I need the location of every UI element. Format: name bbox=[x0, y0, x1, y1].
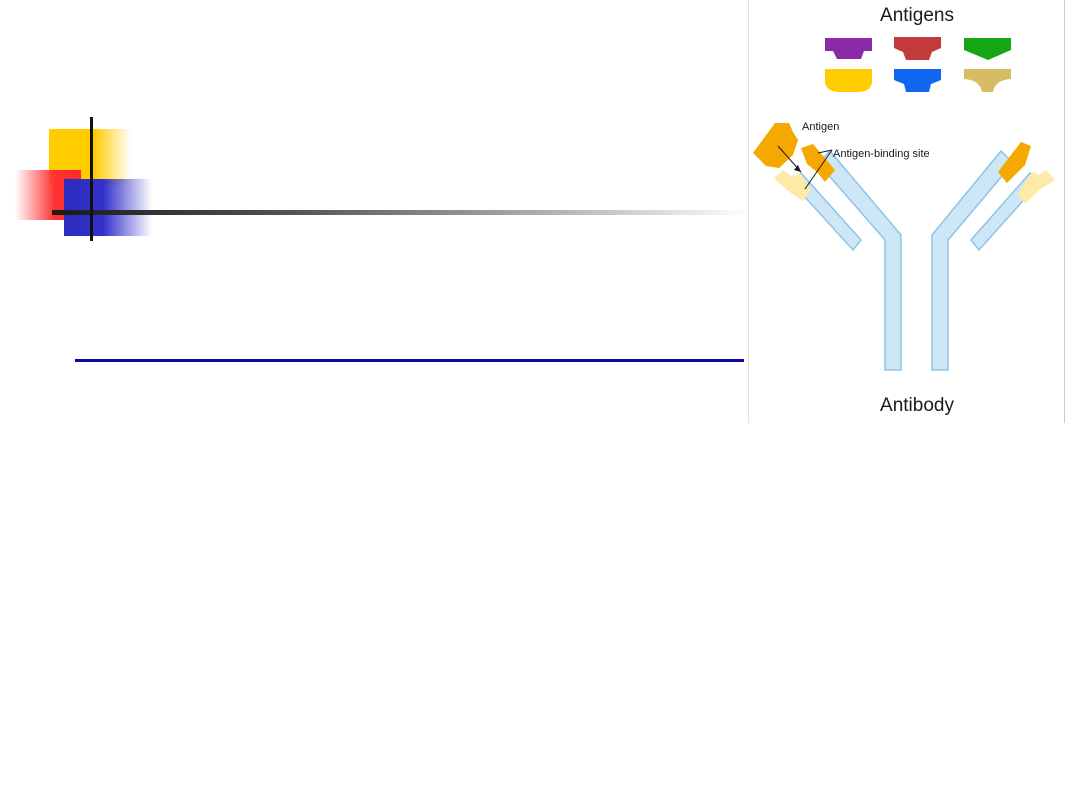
title-underline bbox=[75, 359, 744, 362]
vertical-rule bbox=[90, 117, 93, 241]
antigens-title: Antigens bbox=[880, 5, 954, 26]
antigen-blue-icon bbox=[894, 69, 941, 92]
binding-site-left-heavy-icon bbox=[801, 144, 835, 182]
antibody bbox=[753, 123, 1055, 371]
callouts bbox=[777, 145, 833, 190]
bound-antigen-icon bbox=[753, 123, 798, 168]
antigen-shapes bbox=[825, 37, 1011, 92]
binding-site-right-heavy-icon bbox=[998, 142, 1031, 183]
antibody-figure: Antigens bbox=[748, 0, 1065, 423]
blue-square-decoration bbox=[64, 179, 152, 236]
binding-site-right-light-icon bbox=[1017, 170, 1055, 204]
gradient-rule bbox=[52, 210, 752, 215]
antigen-khaki-icon bbox=[964, 69, 1011, 92]
antigen-purple-icon bbox=[825, 38, 872, 59]
antigen-green-icon bbox=[964, 38, 1011, 60]
antibody-diagram: Antigens bbox=[753, 5, 1055, 416]
binding-site-left-light-icon bbox=[774, 170, 811, 201]
antibody-heavy-chain-right bbox=[931, 149, 1015, 371]
antigen-label: Antigen bbox=[802, 121, 839, 133]
antigen-red-icon bbox=[894, 37, 941, 60]
antigen-binding-site-label: Antigen-binding site bbox=[833, 148, 930, 160]
antibody-heavy-chain-left bbox=[816, 149, 902, 371]
antigen-yellow-icon bbox=[825, 69, 872, 92]
antibody-caption: Antibody bbox=[880, 395, 954, 416]
